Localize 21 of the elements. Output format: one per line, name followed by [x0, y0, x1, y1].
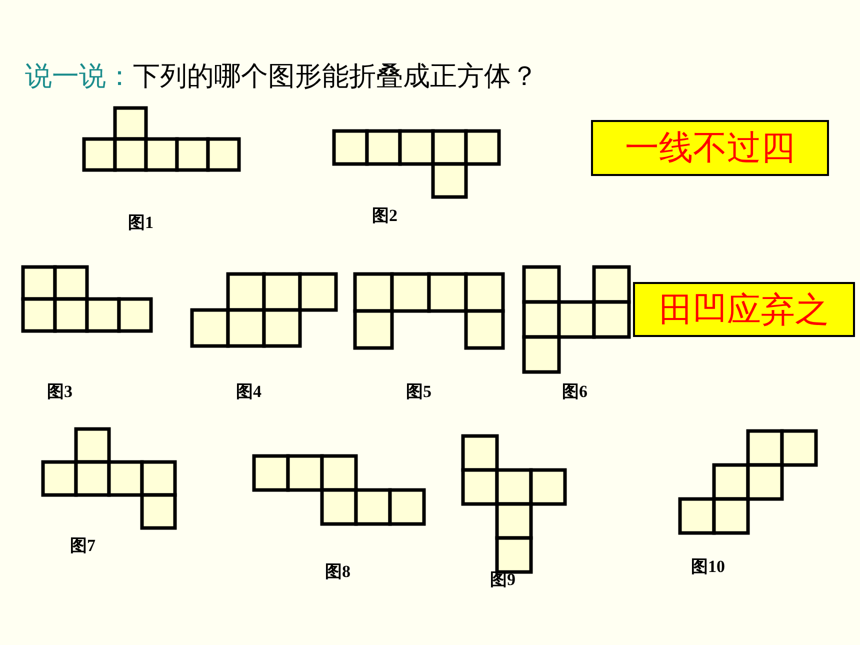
figure-caption: 图1 — [128, 214, 154, 231]
rule-text: 田凹应弃之 — [659, 292, 829, 326]
rule-text: 一线不过四 — [625, 131, 795, 165]
cube-net-drawing — [252, 454, 426, 526]
prompt-label: 说一说： — [25, 60, 133, 93]
figure-caption: 图3 — [47, 383, 72, 400]
cube-net-drawing — [21, 265, 153, 333]
cube-net-drawing — [353, 272, 505, 350]
figure-caption: 图2 — [372, 207, 398, 224]
cube-net-drawing — [522, 265, 631, 374]
cube-net-drawing — [332, 129, 501, 199]
question-title: 下列的哪个图形能折叠成正方体？ — [133, 60, 538, 93]
cube-net-drawing — [41, 427, 177, 530]
cube-net-drawing — [678, 429, 818, 535]
figure-caption: 图10 — [691, 558, 725, 575]
figure-caption: 图6 — [562, 383, 588, 400]
figure-caption: 图4 — [236, 383, 262, 400]
figure-caption: 图5 — [406, 383, 432, 400]
cube-net-drawing — [82, 106, 241, 172]
cube-net-drawing — [190, 272, 338, 348]
figure-caption: 图8 — [325, 563, 350, 580]
